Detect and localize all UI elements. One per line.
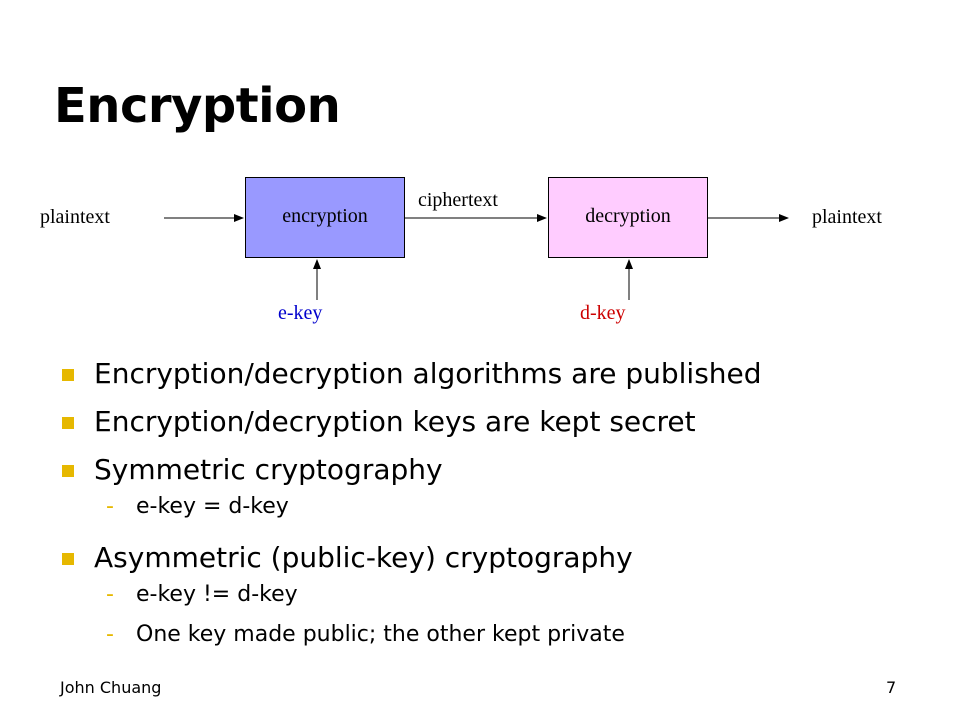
ciphertext-label: ciphertext <box>418 189 498 211</box>
bullet-text: Encryption/decryption keys are kept secr… <box>94 405 696 438</box>
sub-bullet-item: - e-key != d-key <box>60 584 940 624</box>
sub-bullet-text: e-key = d-key <box>136 494 289 519</box>
footer-author: John Chuang <box>60 678 162 697</box>
dkey-label: d-key <box>580 302 626 324</box>
bullet-list: Encryption/decryption algorithms are pub… <box>60 360 940 664</box>
slide-title: Encryption <box>54 78 341 134</box>
sub-bullet-text: e-key != d-key <box>136 582 298 607</box>
bullet-item: Asymmetric (public-key) cryptography <box>60 544 940 584</box>
sub-bullet-item: - One key made public; the other kept pr… <box>60 624 940 664</box>
sub-bullet-item: - e-key = d-key <box>60 496 940 544</box>
bullet-square-icon <box>62 553 74 565</box>
output-plaintext-label: plaintext <box>812 206 882 228</box>
encryption-box: encryption <box>245 177 405 258</box>
page-number: 7 <box>886 678 897 697</box>
bullet-text: Asymmetric (public-key) cryptography <box>94 541 633 574</box>
decryption-box: decryption <box>548 177 708 258</box>
bullet-item: Encryption/decryption algorithms are pub… <box>60 360 940 408</box>
bullet-text: Symmetric cryptography <box>94 453 443 486</box>
diagram-arrows <box>164 214 789 300</box>
ekey-label: e-key <box>278 302 323 324</box>
bullet-square-icon <box>62 465 74 477</box>
bullet-text: Encryption/decryption algorithms are pub… <box>94 357 762 390</box>
bullet-square-icon <box>62 369 74 381</box>
encryption-diagram: plaintext encryption ciphertext decrypti… <box>0 0 960 340</box>
bullet-item: Symmetric cryptography <box>60 456 940 496</box>
dash-icon: - <box>106 622 114 647</box>
sub-bullet-text: One key made public; the other kept priv… <box>136 622 625 647</box>
dash-icon: - <box>106 582 114 607</box>
dash-icon: - <box>106 494 114 519</box>
bullet-square-icon <box>62 417 74 429</box>
input-plaintext-label: plaintext <box>40 206 110 228</box>
bullet-item: Encryption/decryption keys are kept secr… <box>60 408 940 456</box>
